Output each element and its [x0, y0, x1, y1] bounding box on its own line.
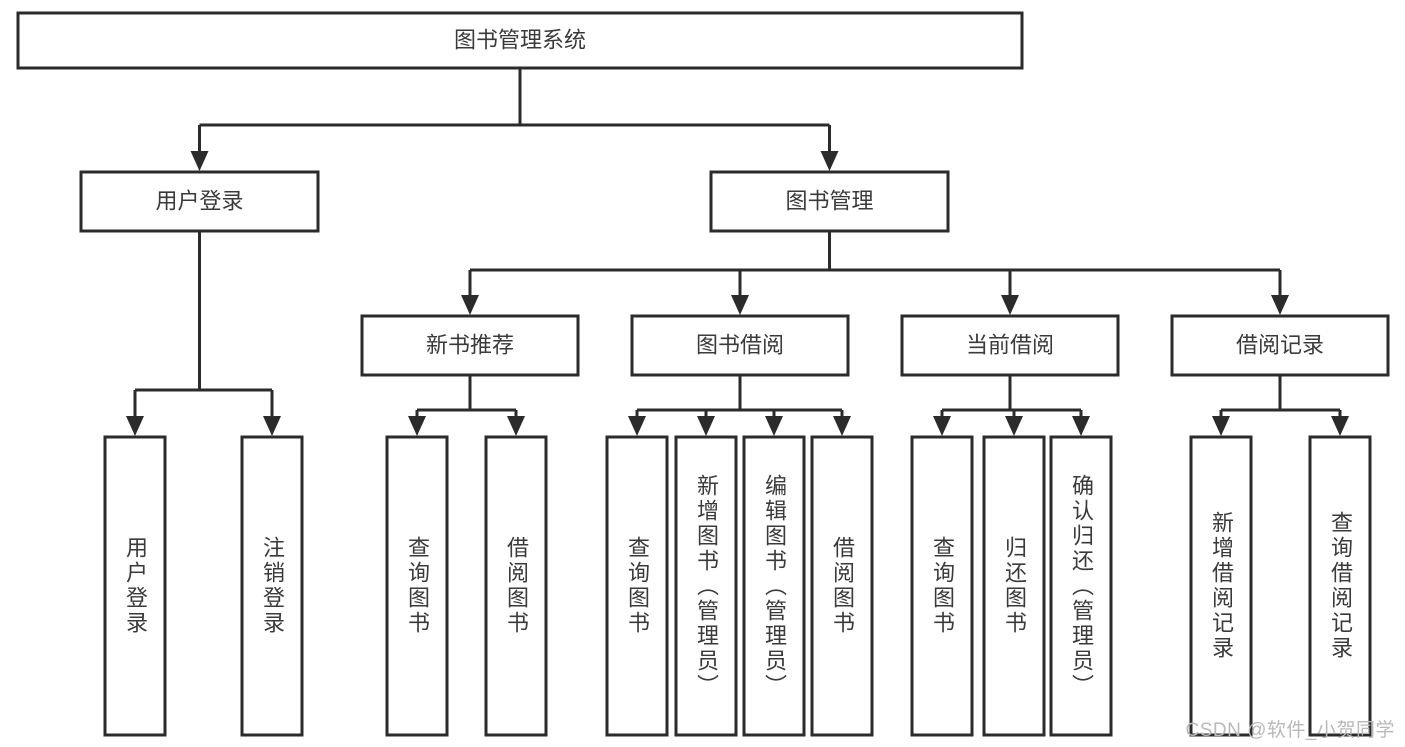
arrow-head-icon: [507, 416, 525, 436]
node-label: 用户登录: [155, 188, 243, 213]
node-new-book-recommend[interactable]: [360, 314, 580, 377]
arrow-head-icon: [1271, 295, 1289, 315]
node-label: 新书推荐: [426, 332, 514, 357]
arrow-head-icon: [1331, 416, 1349, 436]
arrow-head-icon: [461, 295, 479, 315]
arrow-head-icon: [1072, 416, 1090, 436]
node-leaf-query-record[interactable]: [1308, 435, 1372, 737]
node-leaf-query-book-1[interactable]: [385, 435, 449, 737]
arrow-head-icon: [408, 416, 426, 436]
node-label: 图书管理: [785, 188, 873, 213]
node-leaf-add-book[interactable]: [674, 435, 738, 737]
node-label: 当前借阅: [966, 332, 1054, 357]
node-current-borrow[interactable]: [900, 314, 1120, 377]
node-leaf-query-book-2[interactable]: [605, 435, 669, 737]
arrow-head-icon: [731, 295, 749, 315]
node-book-borrow[interactable]: [630, 314, 850, 377]
node-leaf-user-logout[interactable]: [240, 435, 304, 737]
arrow-head-icon: [1001, 295, 1019, 315]
arrow-head-icon: [628, 416, 646, 436]
node-label: 借阅记录: [1236, 332, 1324, 357]
arrow-head-icon: [190, 151, 209, 171]
node-leaf-query-book-3[interactable]: [910, 435, 974, 737]
node-leaf-return-book[interactable]: [982, 435, 1046, 737]
node-user-login[interactable]: [79, 170, 320, 233]
box-layer: [16, 11, 1390, 737]
node-leaf-borrow-book-2[interactable]: [810, 435, 874, 737]
arrow-head-icon: [765, 416, 783, 436]
arrow-head-icon: [1005, 416, 1023, 436]
node-leaf-user-login[interactable]: [103, 435, 167, 737]
node-label: 图书借阅: [696, 332, 784, 357]
arrow-head-icon: [697, 416, 715, 436]
node-leaf-confirm-return[interactable]: [1049, 435, 1113, 737]
arrow-head-icon: [263, 416, 281, 436]
arrow-head-icon: [126, 416, 144, 436]
arrow-head-icon: [933, 416, 951, 436]
arrow-head-icon: [820, 151, 839, 171]
node-leaf-add-record[interactable]: [1189, 435, 1253, 737]
watermark-text: CSDN @软件_小贺同学: [1185, 720, 1395, 741]
node-leaf-borrow-book-1[interactable]: [484, 435, 548, 737]
connector-layer: [126, 68, 1349, 436]
node-borrow-record[interactable]: [1170, 314, 1390, 377]
arrow-head-icon: [833, 416, 851, 436]
node-leaf-edit-book[interactable]: [742, 435, 806, 737]
node-book-management[interactable]: [709, 170, 950, 233]
node-label: 图书管理系统: [454, 27, 586, 52]
node-root[interactable]: [16, 11, 1024, 70]
arrow-head-icon: [1212, 416, 1230, 436]
